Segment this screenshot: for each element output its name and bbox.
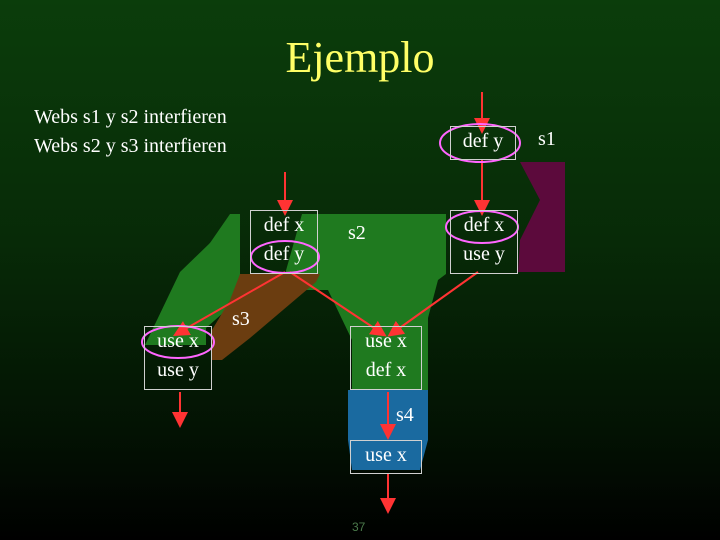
node-bottom-left-line-1: use x <box>157 330 199 352</box>
slide-title: Ejemplo <box>285 33 435 82</box>
node-mid-left: def x def y <box>250 210 318 274</box>
intro-text: Webs s1 y s2 interfieren Webs s2 y s3 in… <box>34 103 227 161</box>
node-mid-right: def x use y <box>450 210 518 274</box>
node-mid-right-line-1: def x <box>463 214 505 236</box>
node-bottom-center-line-1: use x <box>365 444 407 466</box>
web-region-s3 <box>212 274 320 360</box>
node-top-right: def y <box>450 126 516 160</box>
web-region-s1 <box>518 162 565 272</box>
edge-mid-left-to-use <box>173 271 286 336</box>
node-bottom-center: use x <box>350 440 422 474</box>
web-label-s3: s3 <box>232 308 250 330</box>
node-mid-right-line-2: use y <box>463 243 505 265</box>
node-bottom-left: use x use y <box>144 326 212 390</box>
intro-line-2: Webs s2 y s3 interfieren <box>34 135 227 157</box>
web-region-s2-left <box>145 214 240 345</box>
web-label-s1: s1 <box>538 128 556 150</box>
highlight-def-y-top <box>439 123 521 163</box>
interference-edges <box>172 92 490 514</box>
node-bottom-left-line-2: use y <box>157 359 199 381</box>
page-number: 37 <box>352 520 366 534</box>
web-label-s2: s2 <box>348 222 366 244</box>
node-mid-left-line-2: def y <box>263 243 305 265</box>
node-center-line-1: use x <box>365 330 407 352</box>
node-top-right-line-1: def y <box>462 130 504 152</box>
node-center: use x def x <box>350 326 422 390</box>
highlight-mid-right-def-x <box>445 210 519 244</box>
intro-line-1: Webs s1 y s2 interfieren <box>34 106 227 128</box>
web-label-s4: s4 <box>396 404 414 426</box>
edge-mid-left-to-center <box>289 271 387 337</box>
edge-mid-right-to-center <box>387 271 479 337</box>
node-center-line-2: def x <box>365 359 407 381</box>
node-mid-left-line-1: def x <box>263 214 305 236</box>
